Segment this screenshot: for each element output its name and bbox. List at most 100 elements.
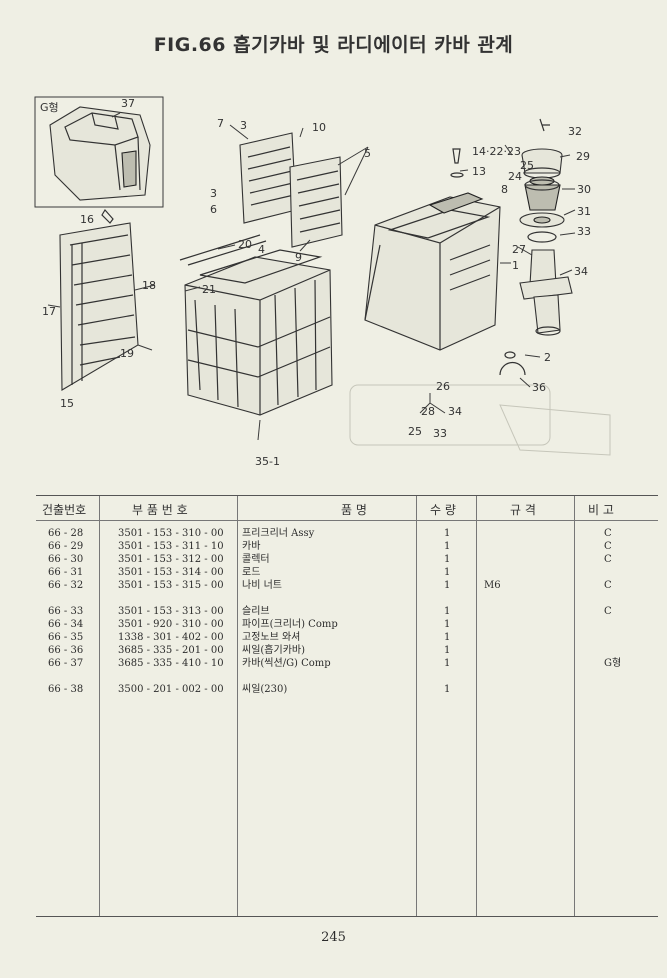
cell-qty: 1	[444, 580, 451, 591]
cell-name: 슬리브	[242, 606, 270, 617]
cell-qty: 1	[444, 632, 451, 643]
cell-no: 66 - 36	[48, 645, 84, 656]
callout: 16	[80, 213, 94, 226]
callout: 3	[210, 187, 217, 200]
cell-part-number: 3501 - 153 - 313 - 00	[118, 606, 224, 617]
callout: 1	[512, 259, 519, 272]
cell-spec: M6	[484, 580, 501, 591]
callout: 31	[577, 205, 591, 218]
cell-name: 로드	[242, 567, 261, 578]
cell-part-number: 3501 - 153 - 315 - 00	[118, 580, 224, 591]
callout: 25	[520, 159, 534, 172]
callout: 27	[512, 243, 526, 256]
cell-no: 66 - 37	[48, 658, 84, 669]
cell-name: 나비 너트	[242, 580, 282, 591]
col-header-spec: 규 격	[510, 503, 536, 517]
table-row: 66 - 36 3685 - 335 - 201 - 00 씨일(흡기카바) 1	[36, 644, 658, 657]
col-header-part: 부 품 번 호	[132, 503, 188, 517]
callout: 32	[568, 125, 582, 138]
cell-no: 66 - 32	[48, 580, 84, 591]
callout: 10	[312, 121, 326, 134]
cell-name: 씨일(흡기카바)	[242, 645, 306, 656]
cell-part-number: 3501 - 153 - 312 - 00	[118, 554, 224, 565]
cell-qty: 1	[444, 554, 451, 565]
inset-box	[34, 96, 164, 208]
table-row: 66 - 38 3500 - 201 - 002 - 00 씨일(230) 1	[36, 683, 658, 696]
callout: 25	[408, 425, 422, 438]
cell-name: 씨일(230)	[242, 684, 288, 695]
cell-no: 66 - 29	[48, 541, 84, 552]
cell-qty: 1	[444, 541, 451, 552]
callout: 28	[421, 405, 435, 418]
cell-no: 66 - 38	[48, 684, 84, 695]
callout: 18	[142, 279, 156, 292]
cell-no: 66 - 30	[48, 554, 84, 565]
cell-note: C	[604, 554, 612, 565]
callout: 34	[448, 405, 462, 418]
callout: 6	[210, 203, 217, 216]
cell-qty: 1	[444, 645, 451, 656]
table-row: 66 - 30 3501 - 153 - 312 - 00 콜렉터 1 C	[36, 553, 658, 566]
callout: 13	[472, 165, 486, 178]
cell-note: C	[604, 606, 612, 617]
callout: 34	[574, 265, 588, 278]
cell-part-number: 3685 - 335 - 201 - 00	[118, 645, 224, 656]
cell-no: 66 - 35	[48, 632, 84, 643]
col-header-qty: 수 량	[430, 503, 456, 517]
cell-qty: 1	[444, 658, 451, 669]
callout: 37	[121, 97, 135, 110]
table-header: 건출번호 부 품 번 호 품 명 수 량 규 격 비 고	[36, 496, 658, 521]
cell-part-number: 3685 - 335 - 410 - 10	[118, 658, 224, 669]
cell-qty: 1	[444, 567, 451, 578]
cell-name: 카바(씩션/G) Comp	[242, 658, 331, 669]
callout: 35-1	[255, 455, 280, 468]
callout: 26	[436, 380, 450, 393]
cell-part-number: 3501 - 153 - 314 - 00	[118, 567, 224, 578]
page-title: FIG.66 흡기카바 및 라디에이터 카바 관계	[153, 34, 514, 56]
callout: 17	[42, 305, 56, 318]
callout: 15	[60, 397, 74, 410]
cell-note: C	[604, 528, 612, 539]
cell-note: C	[604, 541, 612, 552]
cell-qty: 1	[444, 528, 451, 539]
callout: 14·22·23	[472, 145, 521, 158]
callout-labels: G형 37 7 3 10 5 14·22·23 13 32 29 25 24 8…	[40, 97, 591, 468]
cell-qty: 1	[444, 619, 451, 630]
cell-name: 프리크리너 Assy	[242, 528, 315, 539]
callout: 7	[217, 117, 224, 130]
callout: 4	[258, 243, 265, 256]
callout: 29	[576, 150, 590, 163]
cell-note: G형	[604, 658, 622, 669]
table-row: 66 - 37 3685 - 335 - 410 - 10 카바(씩션/G) Com…	[36, 657, 658, 670]
cell-no: 66 - 31	[48, 567, 84, 578]
callout: 5	[364, 147, 371, 160]
cell-part-number: 1338 - 301 - 402 - 00	[118, 632, 224, 643]
callout: 33	[433, 427, 447, 440]
cell-part-number: 3501 - 920 - 310 - 00	[118, 619, 224, 630]
cell-no: 66 - 34	[48, 619, 84, 630]
callout: 30	[577, 183, 591, 196]
cell-name: 콜렉터	[242, 554, 270, 565]
cell-part-number: 3500 - 201 - 002 - 00	[118, 684, 224, 695]
callout: 19	[120, 347, 134, 360]
exploded-parts-diagram: G형 37 7 3 10 5 14·22·23 13 32 29 25 24 8…	[34, 96, 611, 468]
callout: 8	[501, 183, 508, 196]
callout: 9	[295, 251, 302, 264]
cell-qty: 1	[444, 684, 451, 695]
table-row: 66 - 31 3501 - 153 - 314 - 00 로드 1	[36, 566, 658, 579]
cell-name: 카바	[242, 541, 261, 552]
callout: 3	[240, 119, 247, 132]
inset-label: G형	[40, 101, 59, 114]
page-number: 245	[321, 930, 346, 945]
cell-no: 66 - 33	[48, 606, 84, 617]
callout: 36	[532, 381, 546, 394]
col-header-name: 품 명	[341, 503, 367, 517]
callout: 21	[202, 283, 216, 296]
col-header-note: 비 고	[588, 503, 614, 517]
